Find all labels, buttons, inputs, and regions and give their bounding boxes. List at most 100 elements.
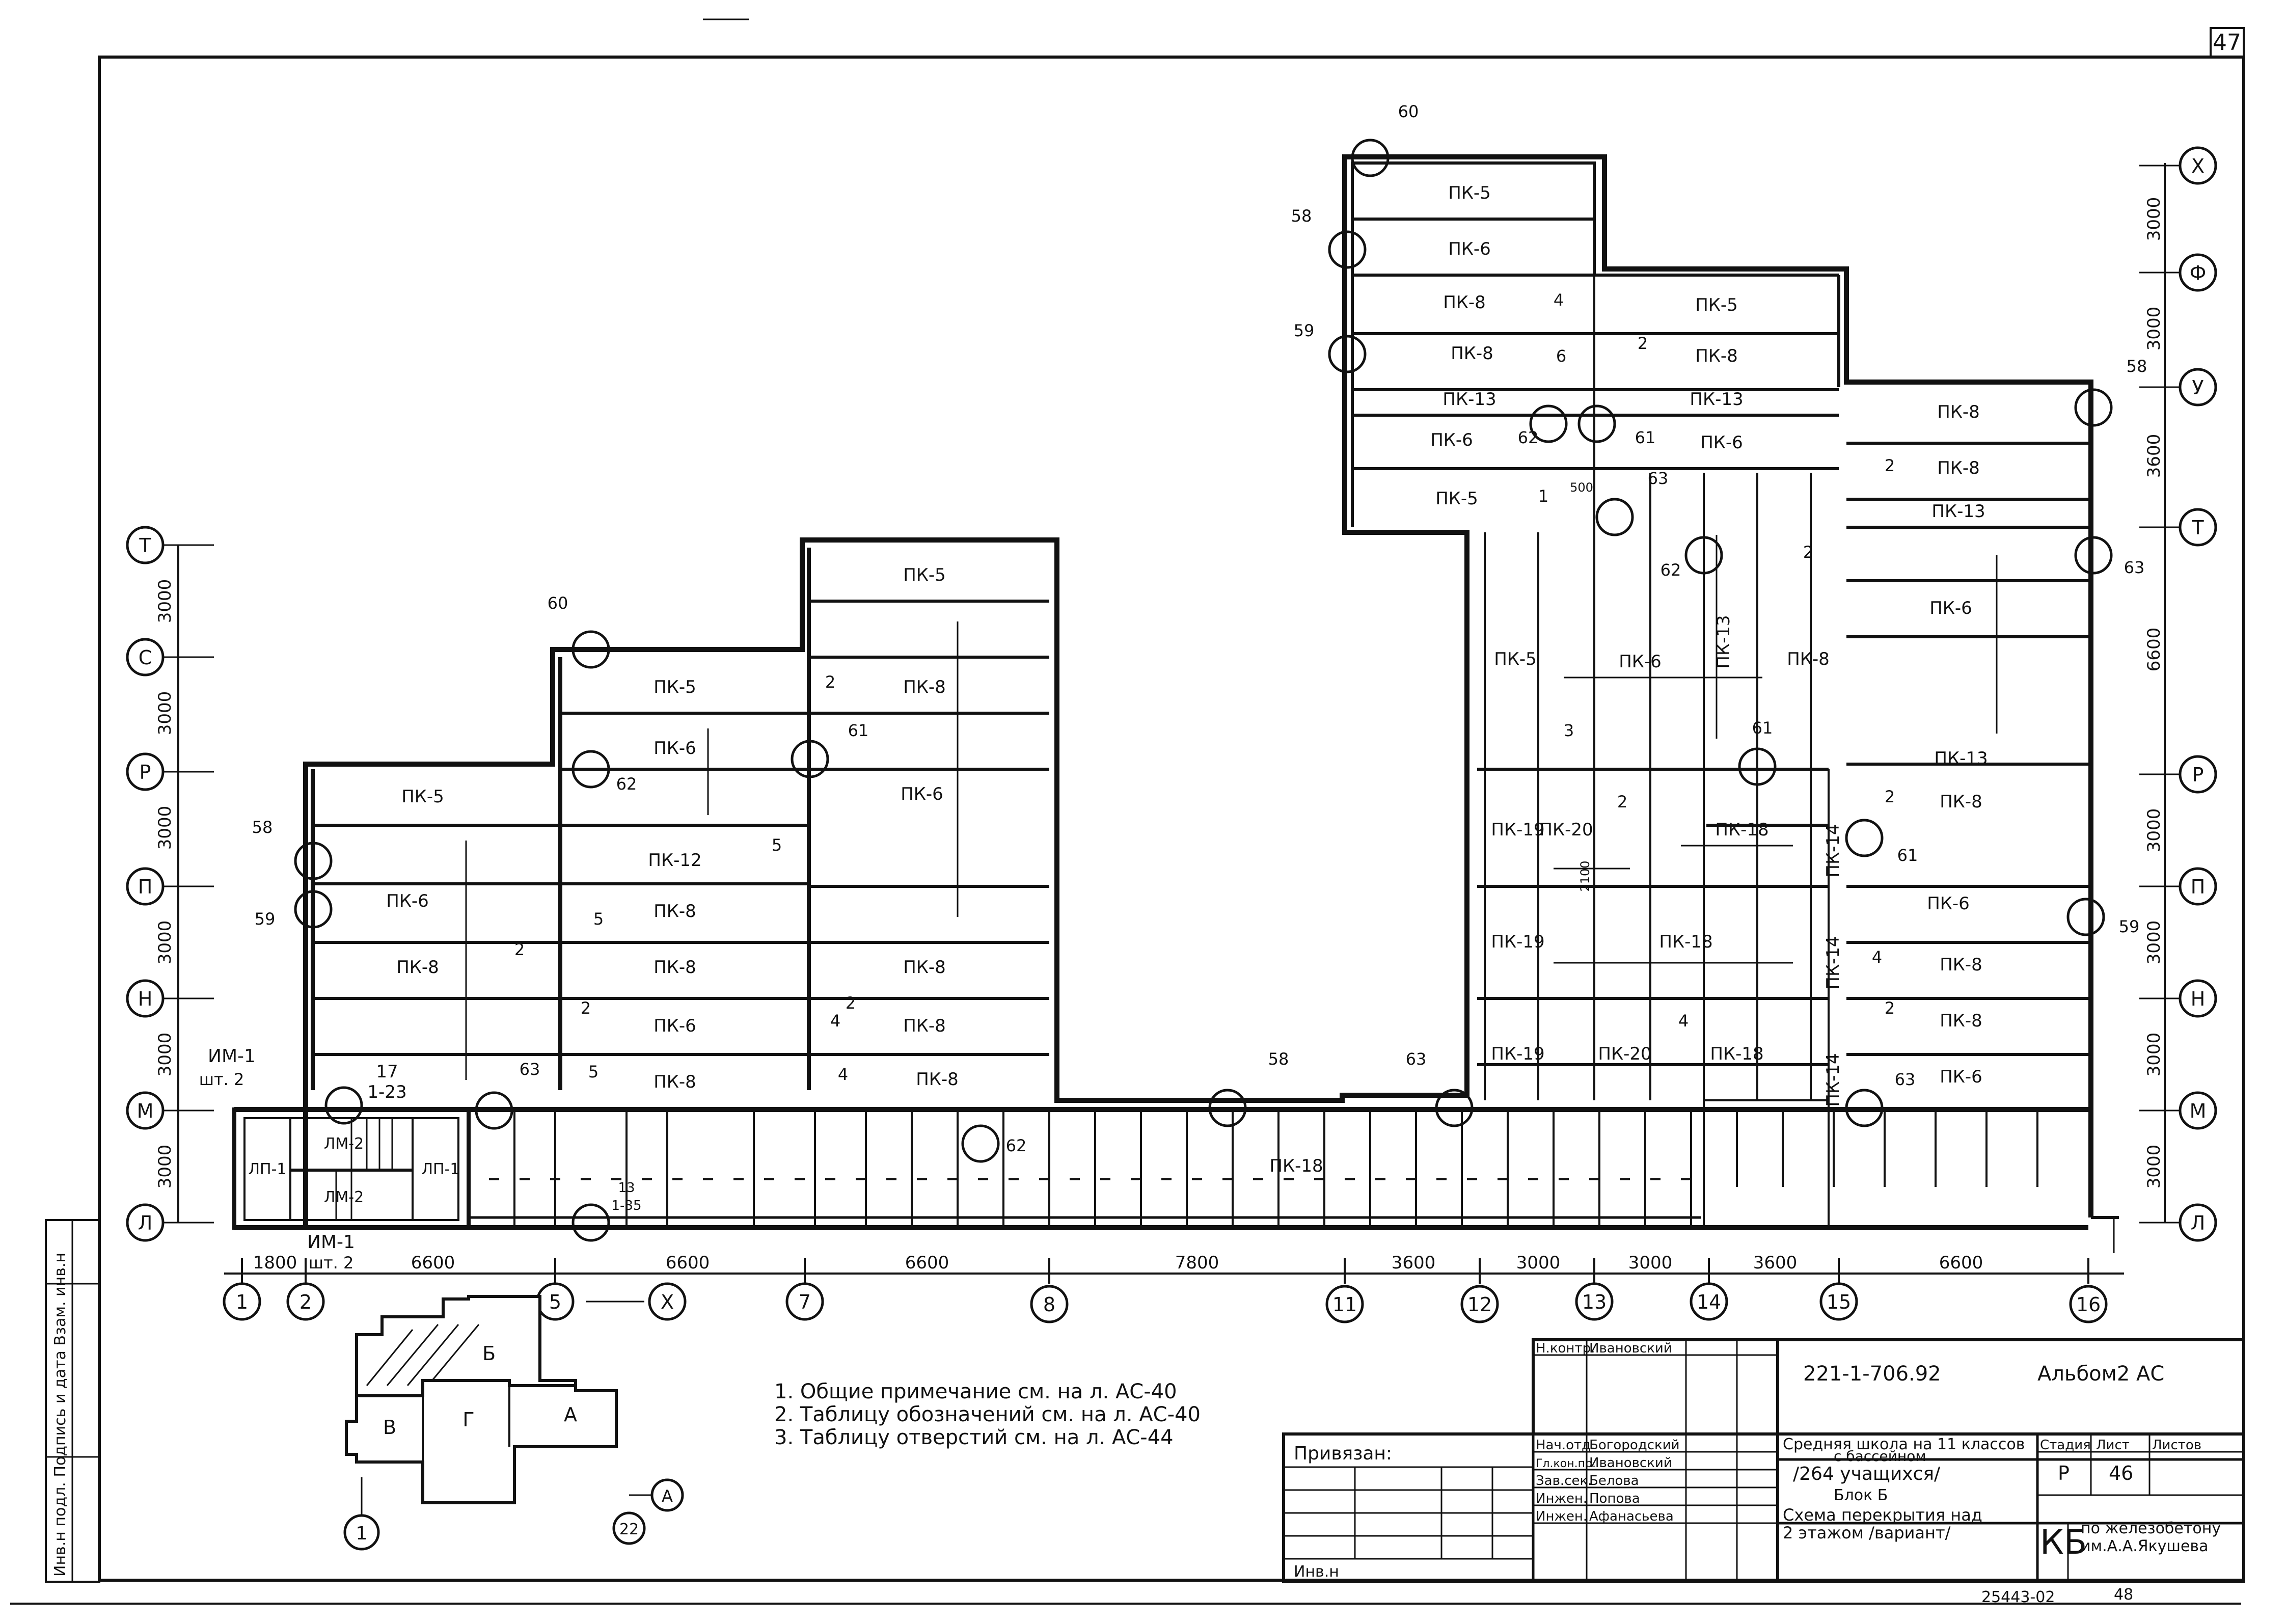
key-plan-axis-1: 1 <box>356 1523 368 1544</box>
title-block <box>1282 1338 2245 1583</box>
slab-pk8: ПК-8 <box>903 1016 946 1036</box>
ref-1-23: 1-23 <box>367 1082 406 1102</box>
slab-pk20: ПК-20 <box>1598 1044 1651 1064</box>
key-plan-axis-a: А <box>662 1486 673 1506</box>
slab-pk5: ПК-5 <box>401 787 444 807</box>
axis-row-r: Р <box>2192 764 2204 786</box>
callout-61: 61 <box>1897 846 1918 865</box>
callout-2: 2 <box>1638 334 1648 353</box>
ref-17: 17 <box>376 1062 398 1082</box>
axis-row-n: Н <box>138 988 153 1010</box>
footer-page: 48 <box>2114 1586 2133 1604</box>
axis-col-2: 2 <box>300 1291 312 1313</box>
axis-row-n: Н <box>2191 988 2206 1010</box>
stage-label: Стадия <box>2040 1438 2091 1453</box>
album: Альбом2 АС <box>2037 1362 2164 1386</box>
callout-4: 4 <box>1554 290 1564 310</box>
role-gl-kon: Гл.кон.пр. <box>1536 1457 1596 1470</box>
sheet-title-3: 2 этажом /вариант/ <box>1783 1523 1951 1542</box>
axis-col-5: 5 <box>549 1291 561 1313</box>
axis-row-p: П <box>138 876 153 898</box>
callout-62: 62 <box>1518 428 1539 447</box>
slab-pk8: ПК-8 <box>903 677 946 697</box>
axis-row-m: М <box>2190 1100 2207 1122</box>
name-ivanovsky: Ивановский <box>1589 1341 1672 1356</box>
slab-pk13: ПК-13 <box>1934 748 1988 769</box>
sheets-label: Листов <box>2152 1438 2201 1453</box>
dim-row: 3000 <box>2144 808 2164 853</box>
side-stamp-text: Инв.н подл. Подпись и дата Взам. инв.н <box>51 1253 69 1577</box>
slab-pk13: ПК-13 <box>1690 389 1743 410</box>
sheet-value: 46 <box>2109 1462 2133 1484</box>
axis-row-s: С <box>139 646 152 669</box>
callout-58: 58 <box>1291 206 1312 226</box>
dim-3600: 3600 <box>1753 1253 1798 1273</box>
slab-pk6: ПК-6 <box>1929 598 1972 618</box>
dim-row: 3000 <box>155 691 175 736</box>
axis-mark-x: Х <box>661 1291 674 1313</box>
org-line-2: им.А.А.Якушева <box>2081 1537 2208 1555</box>
title-block-text: 221-1-706.92 Альбом2 АС Привязан: Инв.н … <box>1294 1341 2221 1606</box>
doc-code: 221-1-706.92 <box>1803 1362 1941 1386</box>
slab-pk6: ПК-6 <box>386 891 429 911</box>
callout-60: 60 <box>1398 102 1419 121</box>
callout-2: 2 <box>514 940 525 959</box>
left-row-axes: Т С Р П Н М Л 3000 3000 3000 3000 3000 3… <box>126 526 214 1242</box>
project-line-1: Средняя школа на 11 классов <box>1783 1436 2025 1453</box>
name-afanasyeva: Афанасьева <box>1589 1509 1674 1524</box>
callout-63: 63 <box>1406 1049 1427 1069</box>
stage-value: Р <box>2058 1462 2070 1484</box>
callout-63: 63 <box>2124 558 2145 577</box>
slab-pk8: ПК-8 <box>1940 792 1982 812</box>
callout-2100: 2100 <box>1578 860 1592 891</box>
label-lp1: ЛП-1 <box>248 1160 286 1178</box>
axis-row-l: Л <box>2191 1212 2206 1234</box>
role-nach-otd: Нач.отд. <box>1536 1438 1595 1453</box>
right-row-axes: Х Ф У Т Р П Н М Л 3000 3000 3600 6600 30… <box>2139 146 2217 1242</box>
dim-row: 3000 <box>2144 1145 2164 1189</box>
slab-pk8: ПК-8 <box>654 1072 696 1092</box>
dim-6600: 6600 <box>666 1253 710 1273</box>
label-im1-bottom: ИМ-1 <box>307 1232 355 1253</box>
slab-pk6: ПК-6 <box>901 784 943 804</box>
label-lm2: ЛМ-2 <box>324 1135 364 1153</box>
slab-labels: ПК-5 ПК-6 ПК-8 ПК-5 ПК-8 ПК-8 ПК-13 ПК-1… <box>386 183 1988 1176</box>
role-inzhen: Инжен. <box>1536 1509 1587 1524</box>
org-mark: КБ <box>2040 1523 2087 1562</box>
slab-pk8: ПК-8 <box>1787 649 1830 669</box>
slab-pk14-vertical: ПК-14 <box>1823 936 1843 989</box>
axis-row-t: Т <box>139 534 151 557</box>
slab-pk13: ПК-13 <box>1931 501 1985 522</box>
axis-col-8: 8 <box>1043 1293 1055 1316</box>
dim-3600: 3600 <box>1392 1253 1436 1273</box>
sheet-frame <box>98 56 2245 1582</box>
slab-pk5: ПК-5 <box>654 677 696 697</box>
project-line-3: /264 учащихся/ <box>1793 1464 1941 1484</box>
dim-row: 3000 <box>155 806 175 850</box>
slab-pk8: ПК-8 <box>654 957 696 978</box>
slab-pk18: ПК-18 <box>1269 1156 1323 1176</box>
slab-pk8: ПК-8 <box>1451 343 1493 364</box>
slab-pk12: ПК-12 <box>648 850 701 871</box>
slab-pk5: ПК-5 <box>1435 489 1478 509</box>
dim-row: 3000 <box>2144 921 2164 965</box>
slab-pk8: ПК-8 <box>1695 346 1738 366</box>
axis-row-r: Р <box>140 761 151 783</box>
label-sht2-top: шт. 2 <box>199 1070 244 1089</box>
axis-row-u: У <box>2192 376 2203 399</box>
role-zav-sek: Зав.сек. <box>1536 1473 1592 1488</box>
slab-pk14-vertical: ПК-14 <box>1823 1053 1843 1106</box>
inv-label: Инв.н <box>1294 1563 1339 1581</box>
callout-62: 62 <box>1006 1136 1027 1155</box>
callout-63: 63 <box>1895 1070 1916 1089</box>
dim-6600: 6600 <box>411 1253 455 1273</box>
axis-row-t: Т <box>2191 517 2204 539</box>
slab-pk19: ПК-19 <box>1491 1044 1544 1064</box>
slab-pk5: ПК-5 <box>1494 649 1537 669</box>
axis-row-m: М <box>137 1100 154 1122</box>
slab-pk19: ПК-19 <box>1491 932 1544 952</box>
slab-pk18: ПК-18 <box>1710 1044 1763 1064</box>
ref-1-35: 1-35 <box>611 1198 641 1213</box>
slab-pk8: ПК-8 <box>1940 955 1982 975</box>
